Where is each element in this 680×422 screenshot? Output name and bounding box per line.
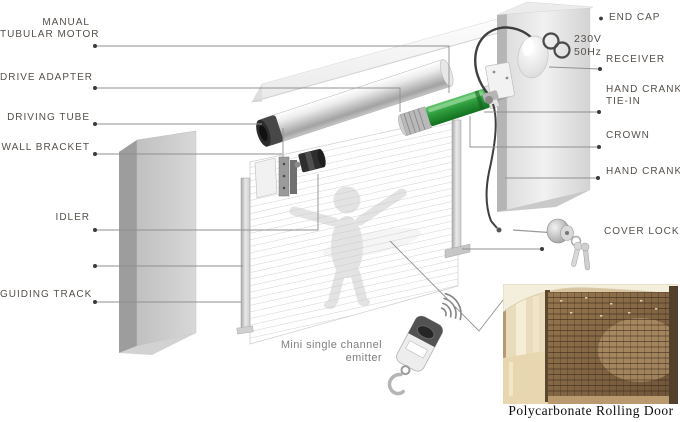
door-curtain [249,115,459,345]
label-power-rating: 230V 50Hz [574,33,602,58]
remote-emitter [387,292,462,396]
label-end-cap: END CAP [609,12,661,23]
wall-bracket-part [254,156,297,199]
label-receiver: RECEIVER [606,54,666,65]
guiding-track-bar-left [236,177,254,335]
idler-part [294,148,326,173]
driving-tube-part [256,59,454,147]
label-driving-tube: DRIVING TUBE [7,112,90,123]
label-idler: IDLER [55,212,90,223]
hand-crank-tie-in-part [482,62,515,104]
receiver-cable [474,26,535,96]
receiver-part [517,35,549,79]
photo-inset [503,284,678,404]
photo-caption: Polycarbonate Rolling Door [508,403,674,418]
drive-adapter-part [399,106,432,136]
label-cover-lock: COVER LOCK [604,226,680,237]
power-plug-icon [542,32,571,59]
label-wall-bracket: WALL BRACKET [1,142,90,153]
label-hand-crank: HAND CRANK [606,166,680,177]
keys [571,241,590,271]
hand-crank-part [485,103,502,233]
label-crown: CROWN [606,130,650,141]
label-guiding-track: GUIDING TRACK [0,289,93,300]
cover-lock-part [512,218,590,271]
label-emitter: Mini single channel emitter [280,339,382,364]
left-pillar [118,130,197,355]
callout-lines [95,45,601,332]
guiding-track-bar-right [444,119,471,259]
label-drive-adapter: DRIVE ADAPTER [0,72,94,83]
callout-dots [93,16,603,304]
radio-waves-icon [440,292,462,321]
